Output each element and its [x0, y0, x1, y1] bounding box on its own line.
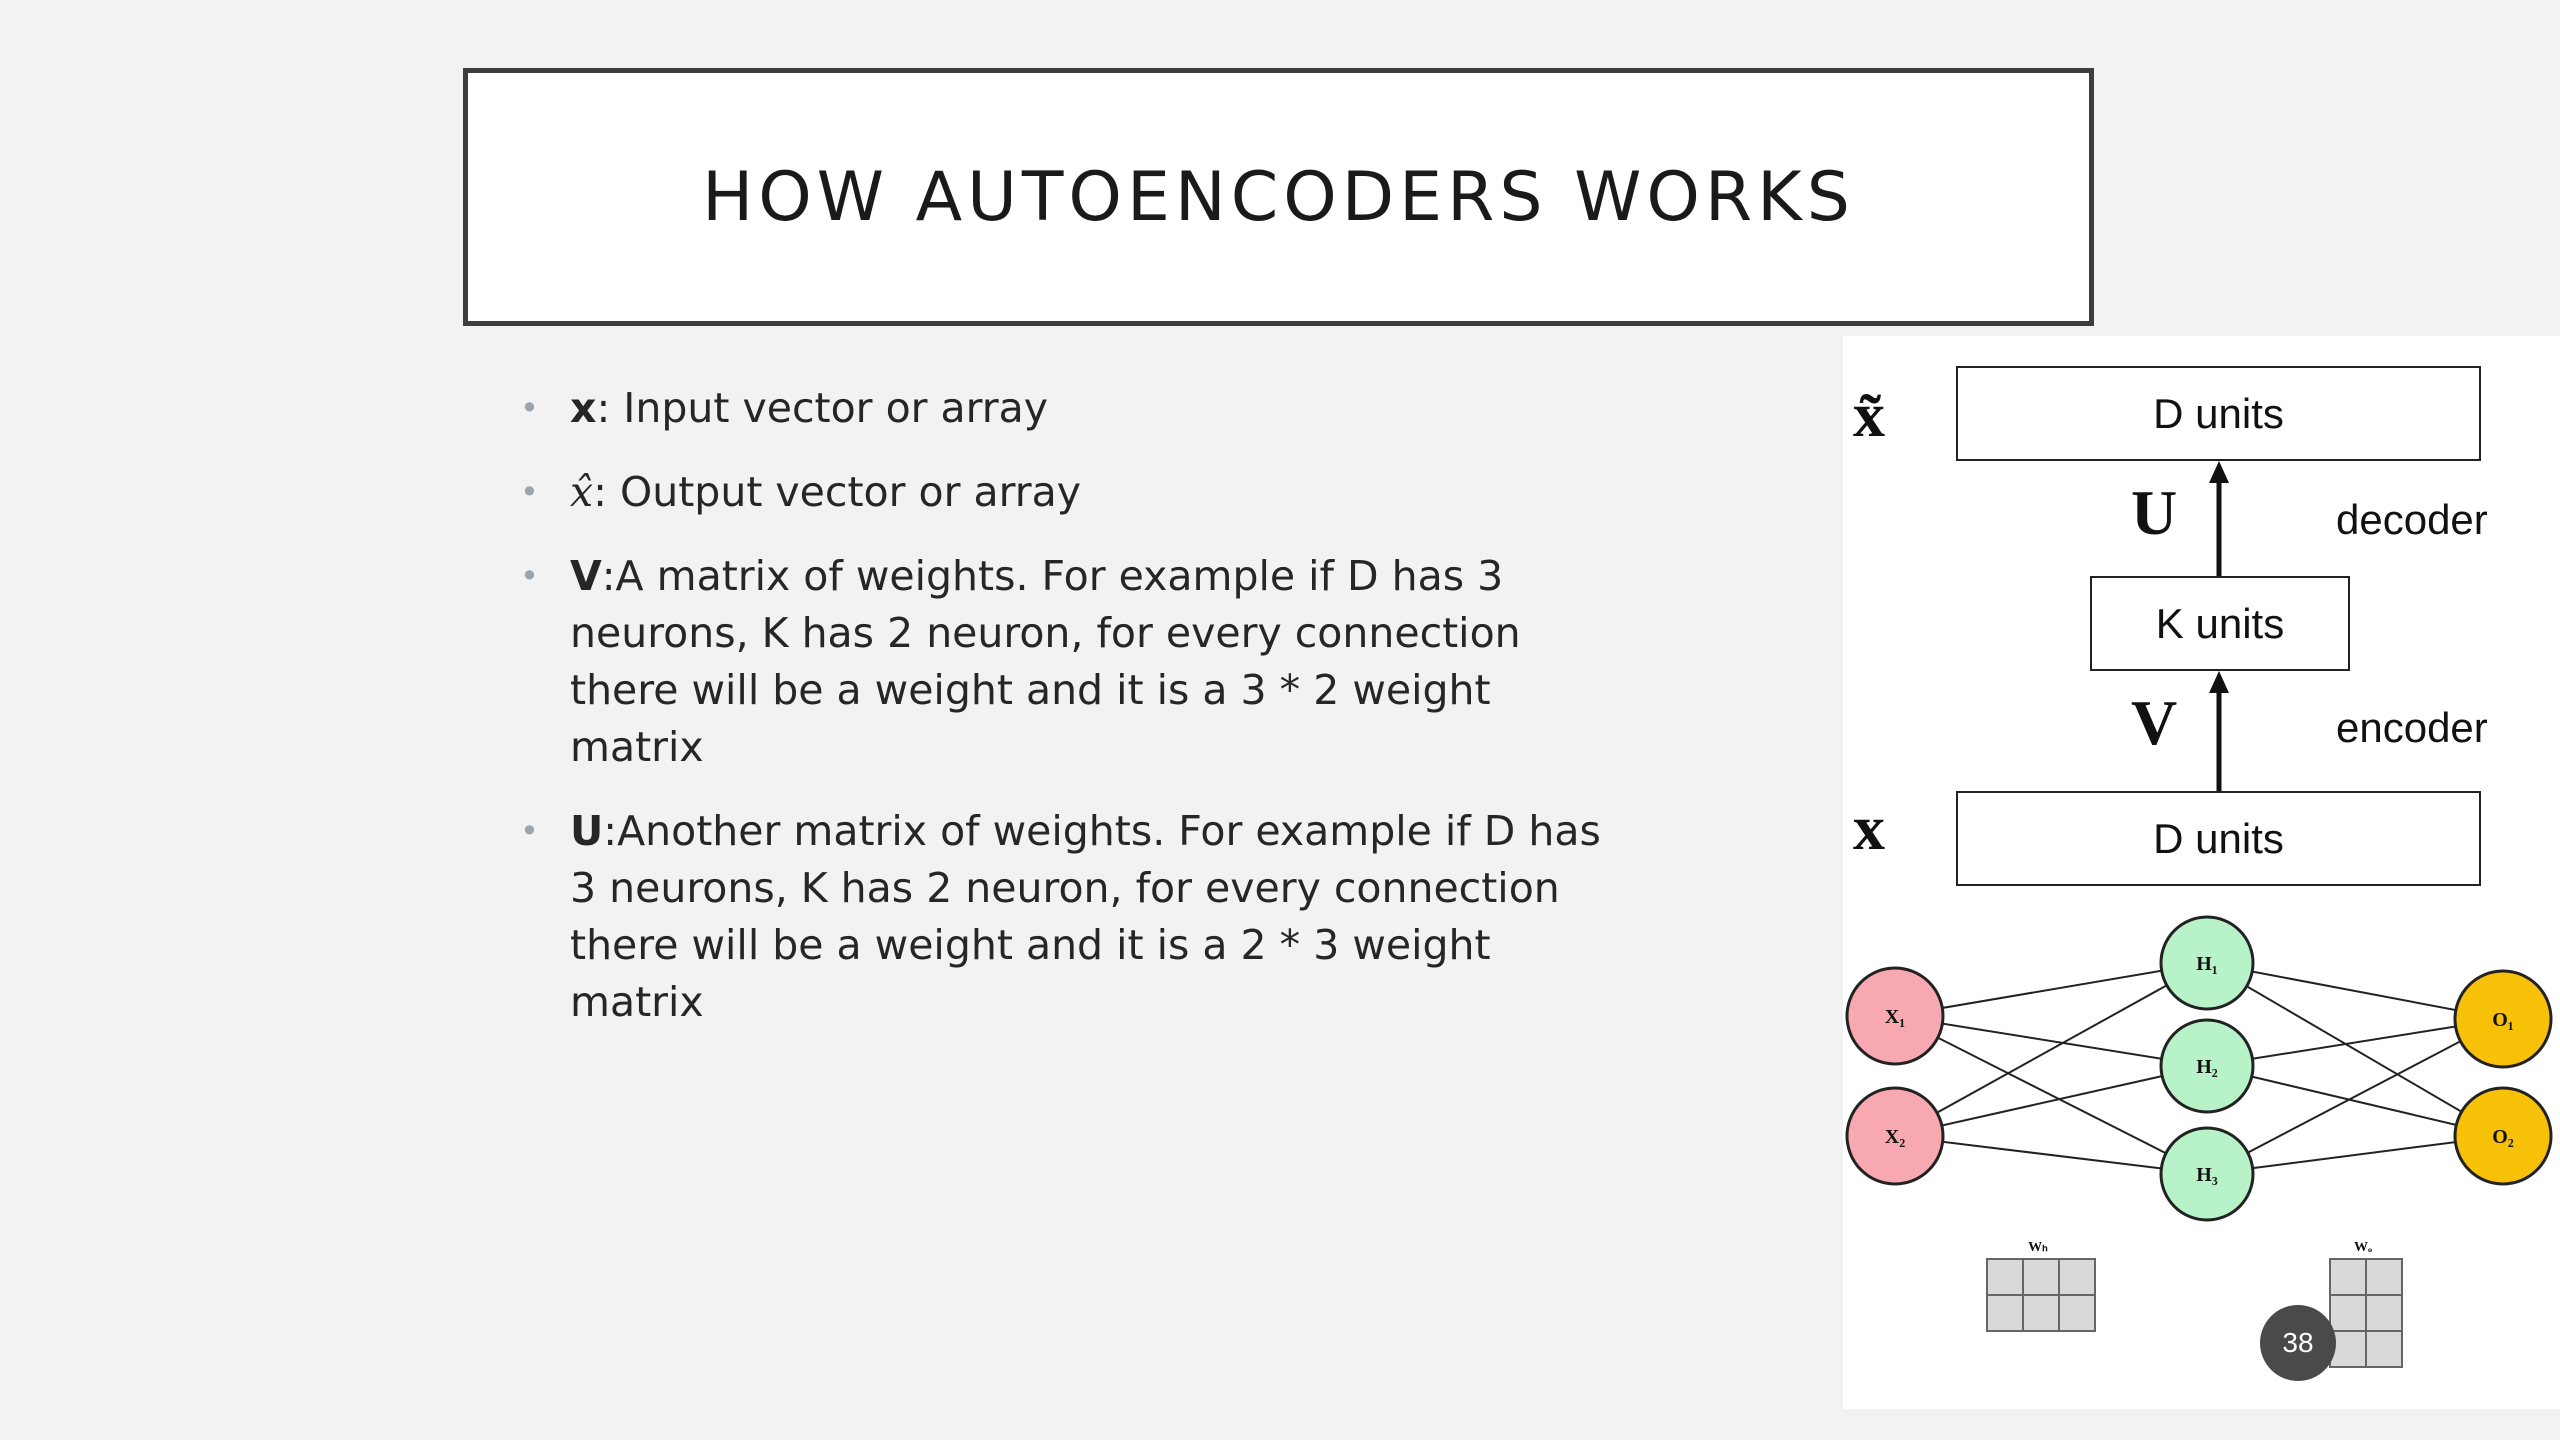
network-diagram: X₁ X₂ H₁ H₂ H₃ O₁ O₂ Wₕ Wₒ — [1843, 911, 2560, 1409]
bullet-symbol: x̂ — [570, 468, 594, 516]
connection-line — [1894, 962, 2208, 1137]
connection-line — [2206, 962, 2504, 1020]
output-node-1 — [2453, 969, 2553, 1069]
diagram-arrows — [2209, 461, 2229, 791]
connection-line — [2206, 962, 2504, 1137]
connection-line — [1894, 1015, 2208, 1067]
connection-line — [2206, 1135, 2504, 1175]
output-units-label: D units — [2153, 389, 2284, 437]
input-node-1 — [1845, 966, 1945, 1066]
output-node-label: O₁ — [2492, 1009, 2514, 1031]
slide-title-box: HOW AUTOENCODERS WORKS — [463, 68, 2094, 326]
hidden-weight-label: Wₕ — [2028, 1240, 2048, 1255]
network-svg: X₁ X₂ H₁ H₂ H₃ O₁ O₂ Wₕ Wₒ — [1845, 915, 2553, 1368]
input-units-box: D units — [1956, 791, 2481, 886]
connection-line — [2206, 1018, 2504, 1067]
bullet-text: : Input vector or array — [596, 384, 1049, 432]
bullet-symbol: V — [570, 552, 602, 600]
output-weight-grid — [2329, 1258, 2403, 1368]
bullet-item: x: Input vector or array — [520, 380, 1620, 437]
connection-line — [2206, 1065, 2504, 1137]
hidden-weight-grid — [1986, 1258, 2096, 1332]
output-weight-label: Wₒ — [2354, 1240, 2372, 1255]
hidden-units-box: K units — [2090, 576, 2350, 671]
connection-line — [1894, 962, 2208, 1017]
bullet-symbol: x — [570, 384, 597, 432]
bullet-list: x: Input vector or array x̂: Output vect… — [520, 380, 1620, 1058]
slide-title: HOW AUTOENCODERS WORKS — [702, 157, 1855, 237]
bullet-symbol: U — [570, 807, 604, 855]
arrow-up-icon — [2209, 461, 2229, 483]
hidden-node-1 — [2159, 915, 2255, 1011]
bullet-text: :Another matrix of weights. For example … — [570, 807, 1601, 1026]
hidden-node-label: H₂ — [2196, 1056, 2218, 1078]
arrow-up-icon — [2209, 671, 2229, 693]
input-node-label: X₂ — [1885, 1126, 1905, 1148]
connection-line — [2206, 1018, 2504, 1175]
decoder-weight-symbol: U — [2131, 477, 2178, 548]
input-units-label: D units — [2153, 814, 2284, 862]
decoder-label: decoder — [2336, 496, 2488, 543]
page-number-badge: 38 — [2260, 1305, 2336, 1381]
bullet-text: : Output vector or array — [593, 468, 1081, 516]
encoder-weight-symbol: V — [2131, 687, 2178, 758]
input-symbol: x — [1853, 792, 1885, 863]
hidden-node-2 — [2159, 1018, 2255, 1114]
autoencoder-diagram: x̃ D units U decoder K units V encoder x… — [1843, 336, 2560, 911]
bullet-item: x̂: Output vector or array — [520, 464, 1620, 521]
encoder-label: encoder — [2336, 704, 2488, 751]
bullet-item: V:A matrix of weights. For example if D … — [520, 548, 1620, 776]
connection-line — [1894, 1065, 2208, 1137]
hidden-units-label: K units — [2155, 599, 2285, 647]
hidden-node-label: H₁ — [2196, 953, 2218, 975]
hidden-node-label: H₃ — [2196, 1164, 2218, 1186]
bullet-text: :A matrix of weights. For example if D h… — [570, 552, 1521, 771]
bullet-item: U:Another matrix of weights. For example… — [520, 803, 1620, 1031]
connection-line — [1894, 1135, 2208, 1175]
hidden-node-3 — [2159, 1126, 2255, 1222]
page-number: 38 — [2282, 1327, 2314, 1358]
input-node-2 — [1845, 1086, 1945, 1186]
output-node-label: O₂ — [2492, 1126, 2514, 1148]
output-node-2 — [2453, 1086, 2553, 1186]
output-symbol: x̃ — [1853, 379, 1885, 450]
connection-line — [1894, 1015, 2208, 1175]
output-units-box: D units — [1956, 366, 2481, 461]
input-node-label: X₁ — [1885, 1006, 1905, 1028]
